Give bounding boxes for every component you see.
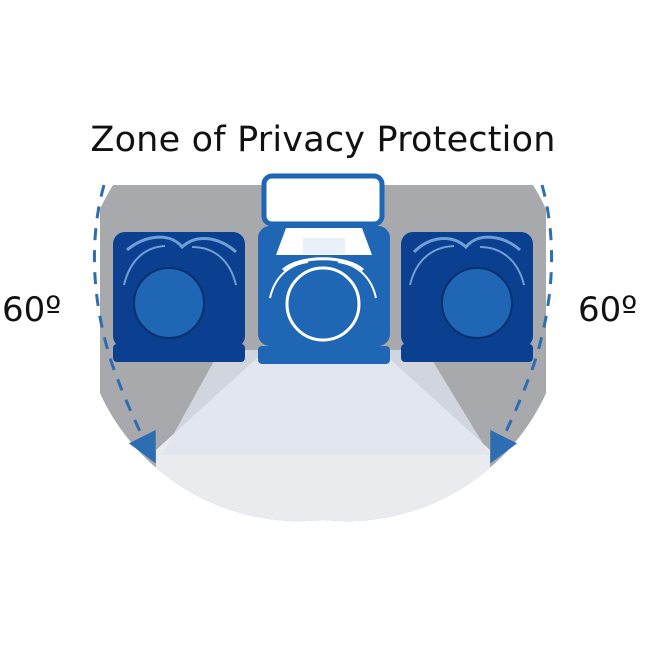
viewing-cone [162,350,490,455]
left-angle-label: 60º [2,290,62,330]
center-user-laptop-icon [258,173,390,364]
diagram-title: Zone of Privacy Protection [90,120,556,160]
left-viewer-icon [113,232,245,362]
right-arrow-icon [490,184,554,464]
left-arrow-icon [92,184,156,464]
right-angle-label: 60º [578,290,638,330]
right-viewer-icon [401,232,533,362]
